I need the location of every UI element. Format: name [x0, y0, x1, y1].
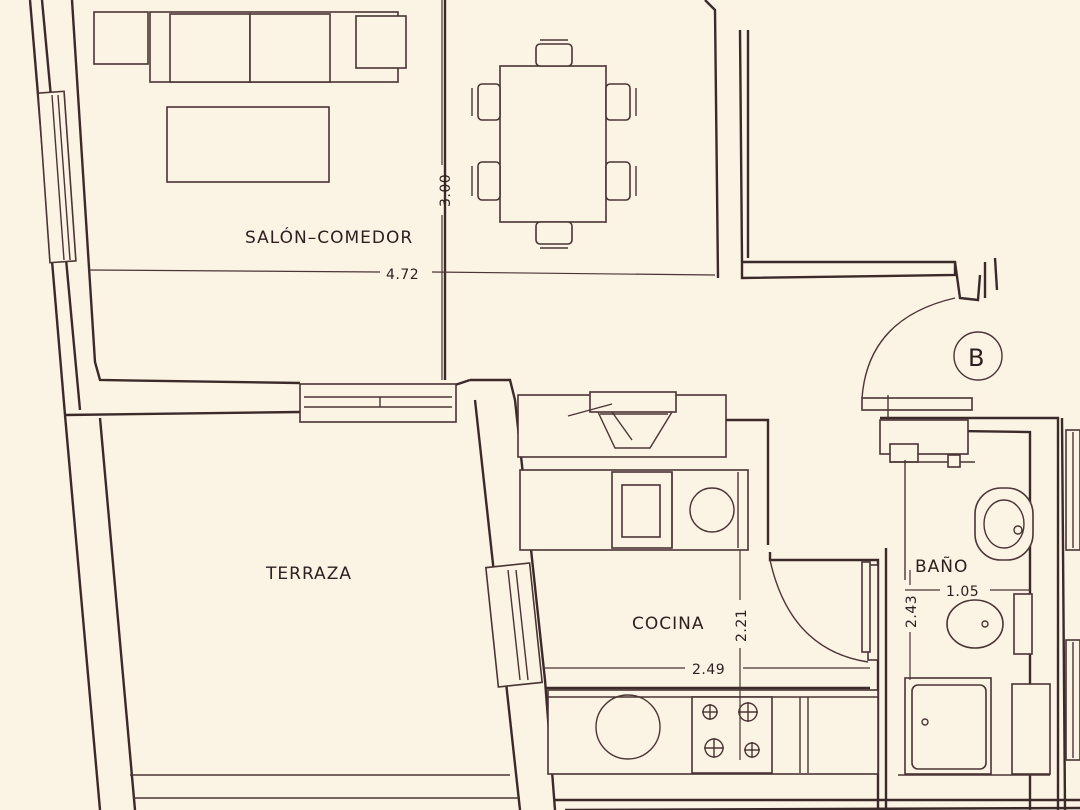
door-marker-b: B [953, 331, 1003, 381]
room-label-cocina: COCINA [632, 614, 704, 634]
door-marker-label: B [968, 344, 985, 372]
entrance-door [861, 297, 973, 418]
room-label-salon-comedor: SALÓN–COMEDOR [245, 226, 413, 248]
kitchen-top-counter [519, 469, 749, 551]
sofa [93, 11, 407, 83]
room-label-terraza: TERRAZA [265, 564, 352, 584]
dining-set [471, 39, 637, 249]
dimension-cocina-depth: 2.21 [734, 609, 750, 642]
dimension-bano-depth: 2.43 [904, 595, 920, 628]
dimension-cocina-width: 2.49 [692, 662, 725, 678]
dimension-bano-width: 1.05 [946, 584, 979, 600]
dimension-salon-depth: 3.00 [438, 174, 454, 207]
dimension-salon-width: 4.72 [386, 267, 419, 283]
kitchen-bottom-counter [547, 689, 879, 775]
windows [37, 90, 1080, 761]
kitchen-upper-counter [517, 391, 770, 545]
bathroom-fixtures [861, 419, 1051, 775]
stove-icon [702, 702, 760, 758]
room-label-bano: BAÑO [915, 555, 968, 577]
coffee-table [166, 106, 330, 183]
dimension-lines [87, 0, 1030, 760]
